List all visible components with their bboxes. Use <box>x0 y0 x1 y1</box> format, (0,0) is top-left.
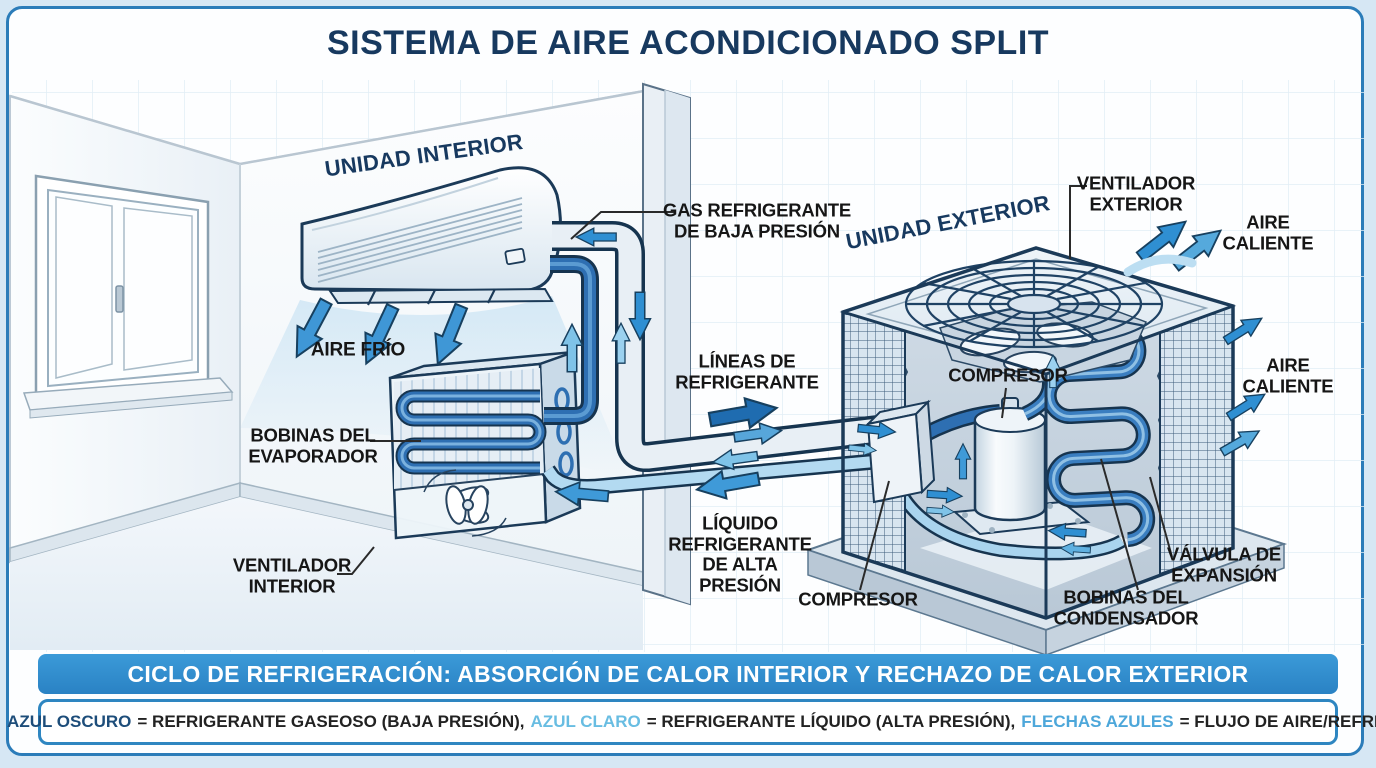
flow-arrows <box>283 210 1271 558</box>
label-ventilador-exterior: VENTILADOR EXTERIOR <box>1076 172 1196 214</box>
label-bobinas-evaporador: BOBINAS DEL EVAPORADOR <box>248 424 378 466</box>
fan-grille-icon <box>904 259 1164 349</box>
legend-arrows-label: FLECHAS AZULES <box>1021 712 1174 731</box>
label-compresor-arriba: COMPRESOR <box>948 364 1068 386</box>
leader-lines <box>337 185 1173 591</box>
legend-dark-label: AZUL OSCURO <box>7 712 132 731</box>
page-title: SISTEMA DE AIRE ACONDICIONADO SPLIT <box>326 24 1050 62</box>
label-lineas-refrigerante: LÍNEAS DE REFRIGERANTE <box>675 350 819 392</box>
legend-arrows-desc: = FLUJO DE AIRE/REFRIGERANTE <box>1179 712 1376 731</box>
label-gas-baja-presion: GAS REFRIGERANTE DE BAJA PRESIÓN <box>663 199 851 241</box>
service-valve-box <box>864 399 936 504</box>
label-aire-caliente-derecha: AIRE CALIENTE <box>1242 354 1334 396</box>
legend-dark-desc: = REFRIGERANTE GASEOSO (BAJA PRESIÓN), <box>137 712 525 731</box>
interior-fan-icon <box>423 469 507 537</box>
window-handle-icon <box>115 285 124 313</box>
label-compresor-abajo: COMPRESOR <box>798 588 918 610</box>
legend-light-label: AZUL CLARO <box>530 712 641 731</box>
label-bobinas-condensador: BOBINAS DEL CONDENSADOR <box>1053 586 1199 628</box>
legend-light-desc: = REFRIGERANTE LÍQUIDO (ALTA PRESIÓN), <box>646 712 1016 731</box>
liquid-pipe-floor <box>888 477 1126 561</box>
mesh-grille-right <box>1159 304 1234 576</box>
label-valvula-expansion: VÁLVULA DE EXPANSIÓN <box>1166 543 1282 585</box>
window <box>22 174 234 419</box>
evaporator-unit <box>388 350 582 540</box>
legend-prefix: LEYENDA: <box>0 712 1 732</box>
louvers <box>317 197 523 283</box>
label-aire-caliente-arriba: AIRE CALIENTE <box>1222 211 1314 253</box>
legend-box: LEYENDA: AZUL OSCURO = REFRIGERANTE GASE… <box>0 699 1376 745</box>
label-ventilador-interior: VENTILADOR INTERIOR <box>232 554 352 596</box>
status-display-icon <box>504 247 526 266</box>
cycle-banner-text: CICLO DE REFRIGERACIÓN: ABSORCIÓN DE CAL… <box>127 660 1249 687</box>
outdoor-unit <box>804 246 1288 657</box>
outdoor-unit-outline <box>841 246 1235 620</box>
label-aire-frio: AIRE FRÍO <box>310 339 406 361</box>
indoor-unit <box>300 166 562 306</box>
gas-pipe-indoor <box>544 255 599 425</box>
label-liquido-alta-presion: LÍQUIDO REFRIGERANTE DE ALTA PRESIÓN <box>668 512 812 596</box>
cycle-banner: CICLO DE REFRIGERACIÓN: ABSORCIÓN DE CAL… <box>38 654 1338 694</box>
vent-fins <box>367 288 496 306</box>
